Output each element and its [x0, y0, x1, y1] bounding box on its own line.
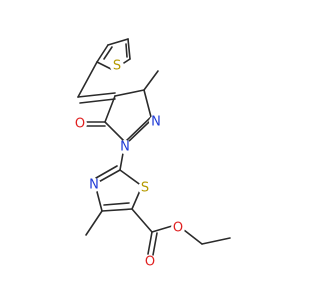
atom-label: N: [120, 140, 130, 155]
bond: [104, 121, 126, 143]
bond: [103, 46, 113, 60]
bond: [96, 61, 114, 71]
bond: [124, 116, 152, 143]
bond: [96, 44, 109, 63]
atom-label: S: [113, 59, 121, 74]
bond: [107, 38, 129, 46]
atom-label: N: [151, 115, 161, 130]
atom-n-pyrazole-1: N: [149, 115, 163, 130]
bond: [147, 231, 153, 255]
atom-label: O: [145, 255, 155, 270]
bond: [183, 229, 203, 245]
bond: [151, 225, 173, 233]
bond: [114, 89, 145, 97]
molecule-structure: S O N N N S O O: [73, 38, 231, 270]
atom-label: O: [173, 221, 183, 236]
atom-o-ester-carbonyl: O: [143, 255, 157, 270]
atom-label: O: [75, 117, 85, 132]
bond: [85, 210, 103, 236]
atom-s-thiophene: S: [110, 59, 124, 74]
bond: [77, 92, 116, 98]
bond: [143, 89, 152, 118]
bond: [95, 165, 118, 179]
bond: [103, 202, 130, 206]
bond: [125, 43, 128, 58]
bond: [77, 61, 98, 98]
atom-o-carbonyl: O: [73, 117, 87, 132]
atom-o-ester: O: [171, 221, 185, 236]
bond: [104, 95, 116, 123]
atom-n-thiazole: N: [87, 178, 101, 193]
bond: [119, 169, 143, 187]
atom-n-pyrazole-2: N: [118, 140, 132, 155]
atom-label: S: [141, 181, 149, 196]
bond: [152, 232, 158, 256]
bond: [125, 121, 150, 145]
bond: [131, 208, 153, 233]
atom-label: N: [89, 178, 99, 193]
molecule-canvas: S O N N N S O O: [73, 38, 231, 270]
atom-s-thiazole: S: [138, 181, 152, 196]
bond: [101, 208, 133, 212]
bond: [201, 237, 231, 245]
bond: [143, 70, 159, 91]
bond: [79, 98, 116, 104]
bond: [127, 38, 131, 60]
